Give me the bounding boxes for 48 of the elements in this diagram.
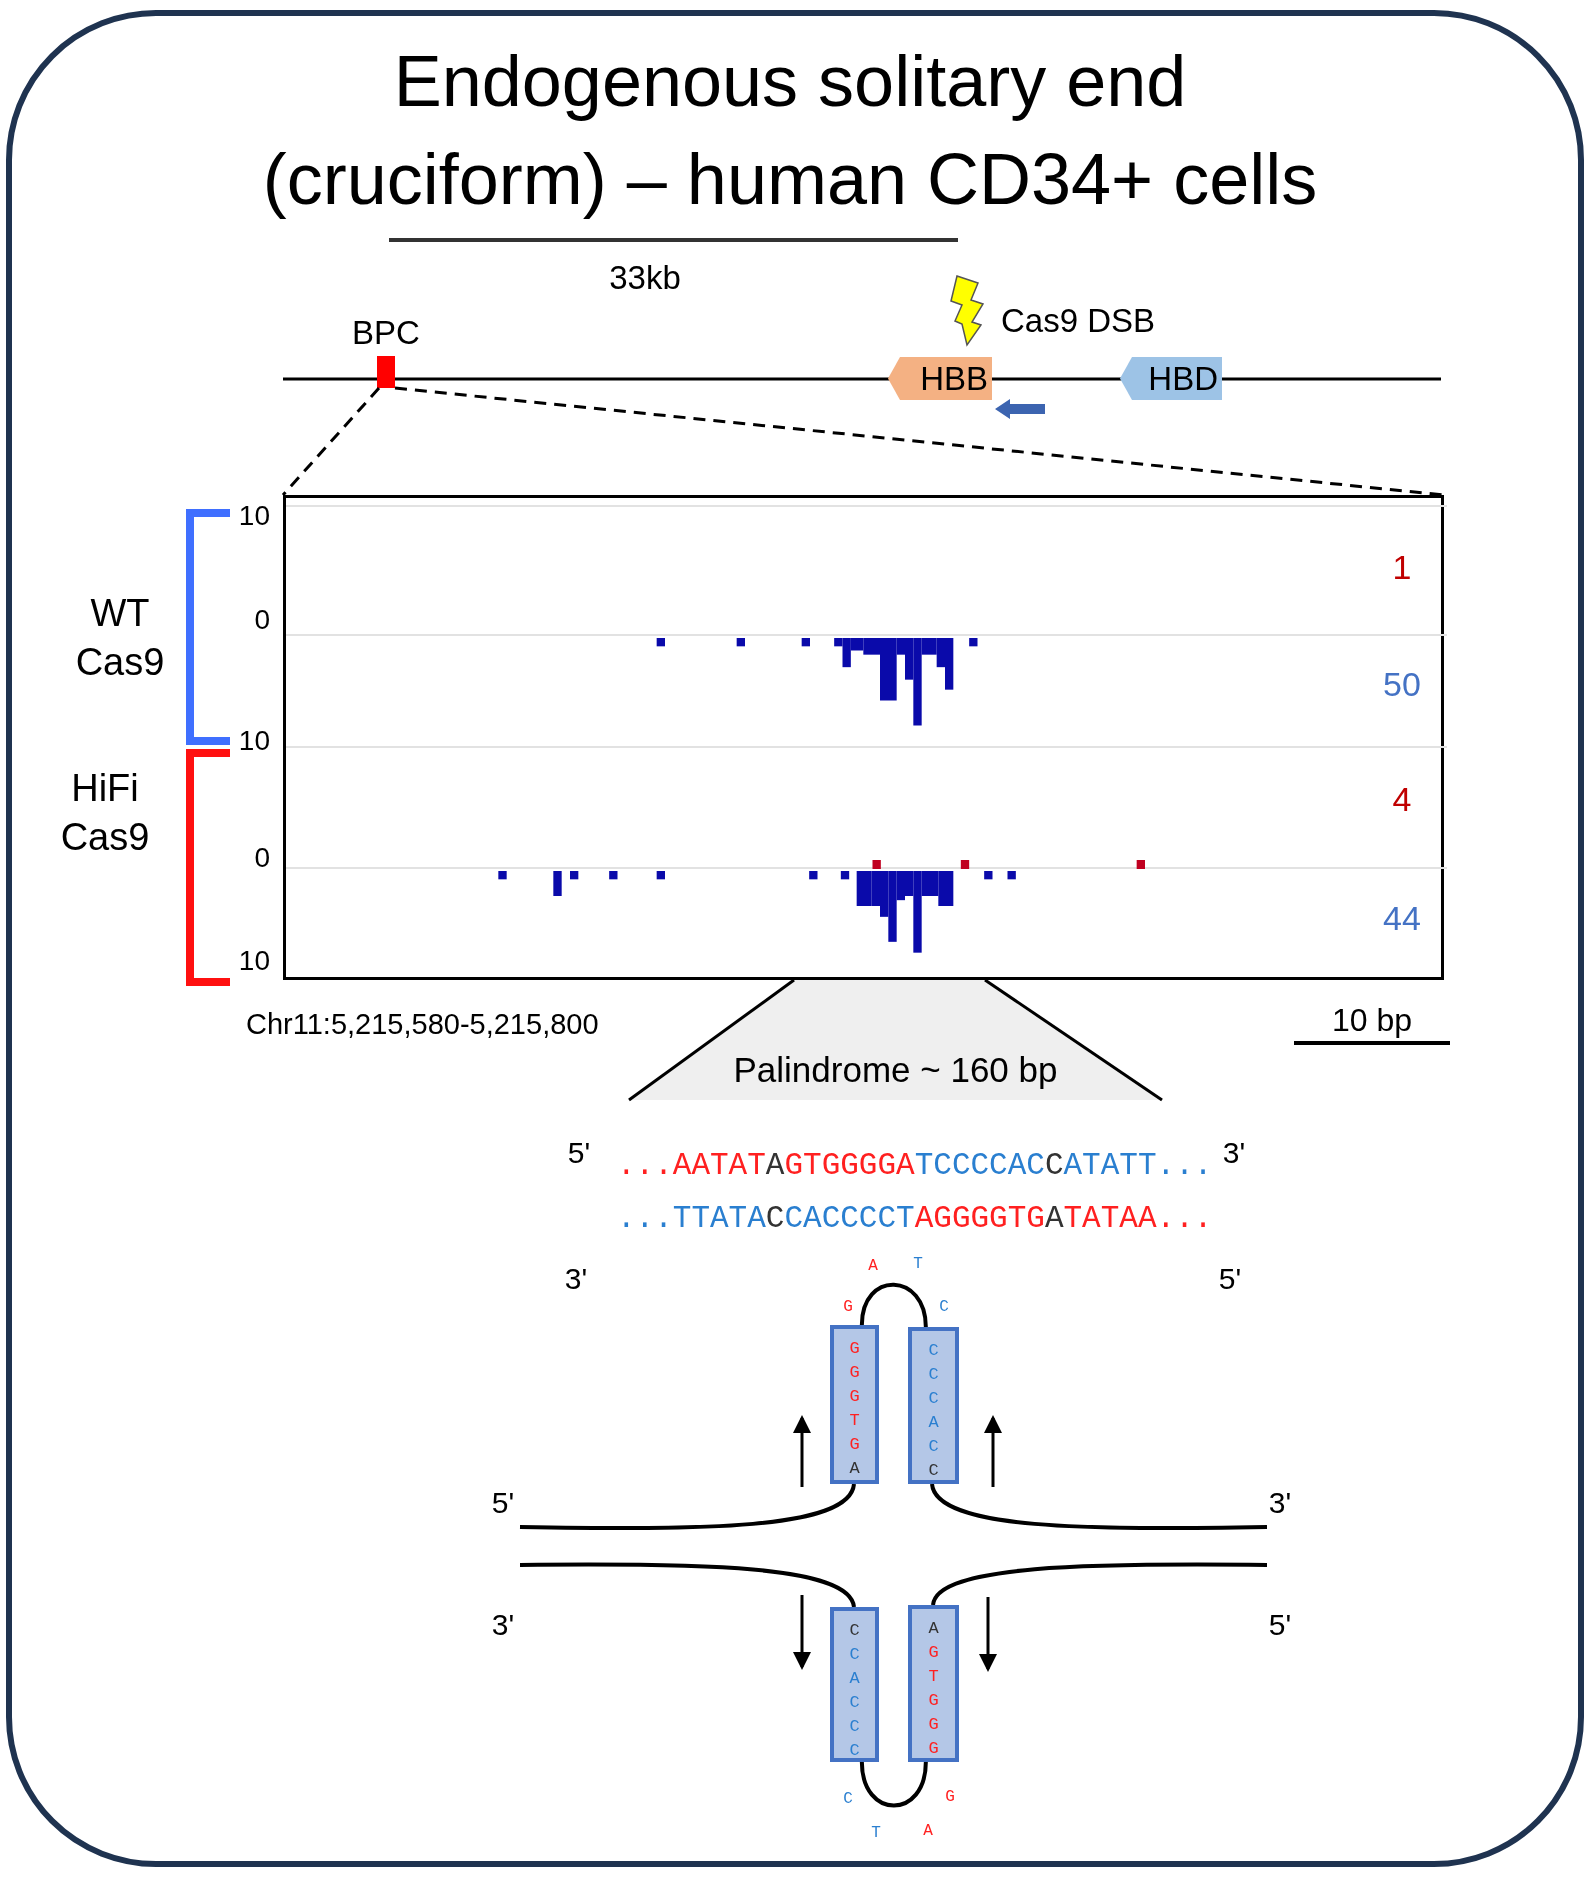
strand-end-label: 5' <box>491 1485 515 1519</box>
track-label: HiFi Cas9 <box>59 765 151 860</box>
title: Endogenous solitary end (cruciform) – human CD34+ cells <box>261 40 1319 221</box>
base-label: G <box>945 1789 955 1807</box>
base-label: C <box>939 1299 949 1317</box>
strand-end-label: 5' <box>1268 1607 1292 1641</box>
strand-end-label: 3' <box>491 1607 515 1641</box>
base-label: C <box>843 1791 853 1809</box>
sequence-text: ...TTATACCACCCCTAGGGGTGATATAA... <box>617 1201 1213 1237</box>
dna-loop <box>859 1761 928 1808</box>
axis-tick-label: 0 <box>254 604 270 636</box>
scale-label: 33kb <box>609 259 681 297</box>
gene-label: BPC <box>352 314 420 352</box>
sequence-text: ...AATATAGTGGGGATCCCCACCATATT... <box>617 1148 1213 1184</box>
coordinate-label: Chr11:5,215,580-5,215,800 <box>246 1009 599 1041</box>
count-label: 1 <box>1392 549 1412 587</box>
annotation-label: Cas9 DSB <box>1001 302 1156 340</box>
axis-tick-label: 10 <box>238 945 270 977</box>
base-label: A <box>923 1823 933 1841</box>
stem-box: AGTGGG <box>908 1605 959 1762</box>
zoom-line <box>394 386 1445 497</box>
strand-end-label: 3' <box>564 1261 588 1295</box>
track-label: WT Cas9 <box>74 590 166 685</box>
scale-label: 10 bp <box>1331 1003 1413 1039</box>
count-label: 44 <box>1383 900 1421 938</box>
zoom-callout: Palindrome ~ 160 bp <box>629 980 1162 1100</box>
base-label: T <box>913 1256 923 1274</box>
strand-end-label: 5' <box>567 1135 591 1169</box>
base-label: G <box>843 1299 853 1317</box>
base-label: T <box>871 1825 881 1843</box>
count-label: 50 <box>1383 666 1421 704</box>
gene-arrow: HBB <box>888 357 992 400</box>
gene-arrow: HBD <box>1120 357 1222 400</box>
axis-tick-label: 10 <box>238 500 270 532</box>
dna-loop <box>859 1282 928 1328</box>
count-label: 4 <box>1392 781 1412 819</box>
strand-end-label: 3' <box>1222 1135 1246 1169</box>
base-label: A <box>868 1258 878 1276</box>
strand-end-label: 5' <box>1218 1261 1242 1295</box>
strand-end-label: 3' <box>1268 1485 1292 1519</box>
stem-box: GGGTGA <box>830 1325 879 1484</box>
stem-box: CCCACC <box>908 1327 959 1484</box>
axis-tick-label: 10 <box>238 725 270 757</box>
coverage-plot-panel <box>283 495 1444 980</box>
stem-box: CCACCC <box>830 1607 879 1762</box>
axis-tick-label: 0 <box>254 842 270 874</box>
locus-marker <box>377 356 395 388</box>
zoom-line <box>281 387 381 496</box>
